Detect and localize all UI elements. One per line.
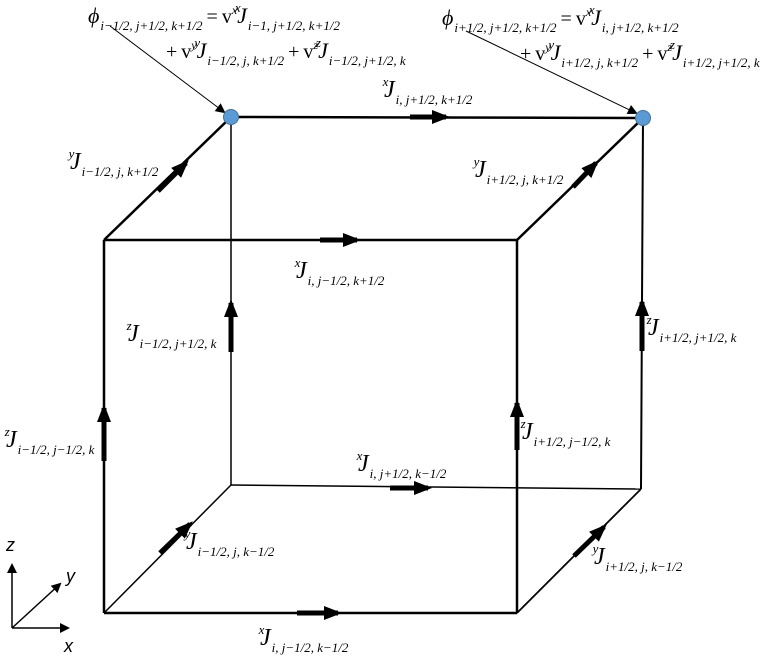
label-top-front-x: Jxi, j−1/2, k+1/2 (294, 255, 385, 288)
node-left-top (223, 109, 239, 125)
axis-x-label: x (64, 636, 73, 656)
formula-right-line2: + vyJyi+1/2, j, k+1/2 + vzJzi+1/2, j+1/2… (520, 37, 760, 70)
label-front-left-z: Jzi−1/2, j−1/2, k (4, 424, 95, 457)
formula-left-line2: + vyJyi−1/2, j, k+1/2 + vzJzi−1/2, j+1/2… (166, 35, 406, 68)
arrow-bottom-right-y (572, 524, 607, 558)
pointer-left (109, 25, 226, 114)
label-bottom-back-x: Jxi, j+1/2, k−1/2 (356, 448, 447, 481)
label-bottom-left-y: Jyi−1/2, j, k−1/2 (184, 526, 275, 559)
label-back-right-z: Jzi+1/2, j+1/2, k (646, 312, 737, 345)
label-top-right-y: Jyi+1/2, j, k+1/2 (473, 154, 564, 187)
label-top-back-x: Jxi, j+1/2, k+1/2 (382, 74, 473, 107)
formula-right-line1: ϕi+1/2, j+1/2, k+1/2 = vxJxi, j+1/2, k+1… (442, 2, 679, 35)
axis-y-label: y (66, 566, 75, 586)
label-top-left-y: Jyi−1/2, j, k+1/2 (68, 146, 159, 179)
formula-left-line1: ϕi−1/2, j+1/2, k+1/2 = vxJxi−1, j+1/2, k… (88, 0, 340, 33)
back-bottom-edge (230, 484, 642, 490)
arrow-top-left-y (156, 160, 189, 193)
axis-z-label: z (6, 535, 15, 555)
label-bottom-right-y: Jyi+1/2, j, k−1/2 (592, 541, 683, 574)
label-front-right-z: Jzi+1/2, j−1/2, k (520, 416, 611, 449)
node-right-top (635, 110, 651, 126)
label-bottom-front-x: Jxi, j−1/2, k−1/2 (258, 622, 349, 655)
label-back-left-z: Jzi−1/2, j+1/2, k (126, 318, 217, 351)
axis-y (11, 582, 62, 629)
arrow-bottom-left-y (158, 521, 193, 555)
arrow-top-right-y (571, 160, 599, 189)
pointer-right (465, 30, 638, 115)
